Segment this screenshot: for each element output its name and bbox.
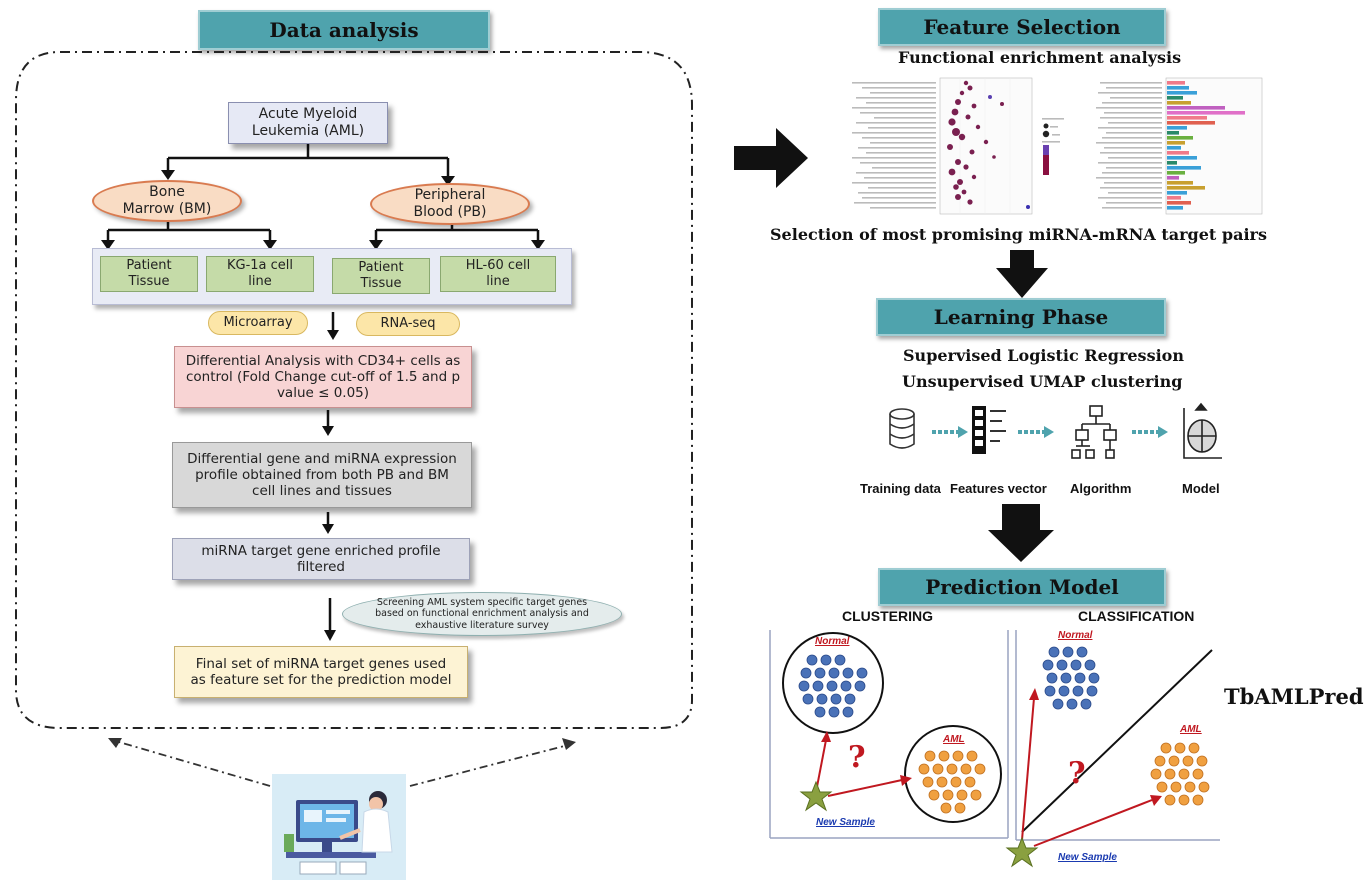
- kg1a-cell-line: KG-1a cell line: [206, 256, 314, 292]
- question-mark-clustering: ?: [848, 740, 866, 775]
- normal-dots-classification: [1042, 646, 1100, 710]
- new-sample-star-classification: [1005, 836, 1039, 868]
- pb-patient-tissue: Patient Tissue: [332, 258, 430, 294]
- target-gene-filtered-box: miRNA target gene enriched profile filte…: [172, 538, 470, 580]
- bone-marrow-ellipse: Bone Marrow (BM): [92, 180, 242, 222]
- new-sample-label-classification: New Sample: [1058, 852, 1117, 863]
- normal-label-classification: Normal: [1058, 630, 1093, 641]
- microarray-label: Microarray: [208, 311, 308, 335]
- unsupervised-text: Unsupervised UMAP clustering: [902, 372, 1183, 391]
- clustering-title: CLUSTERING: [842, 608, 933, 624]
- classification-title: CLASSIFICATION: [1078, 608, 1195, 624]
- pipeline-features-vector: Features vector: [950, 481, 1047, 496]
- model-icon: [1183, 402, 1222, 459]
- pipeline-training-data: Training data: [860, 481, 941, 496]
- feature-selection-header: Feature Selection: [878, 8, 1166, 46]
- learning-phase-header: Learning Phase: [876, 298, 1166, 336]
- algorithm-tree-icon: [1071, 405, 1117, 459]
- aml-label-clustering: AML: [943, 734, 965, 745]
- normal-label-clustering: Normal: [815, 636, 850, 647]
- question-mark-classification: ?: [1068, 756, 1086, 791]
- tool-name: TbAMLPred: [1224, 684, 1364, 709]
- new-sample-star-clustering: [799, 780, 833, 812]
- bm-patient-tissue: Patient Tissue: [100, 256, 198, 292]
- aml-box: Acute Myeloid Leukemia (AML): [228, 102, 388, 144]
- rnaseq-label: RNA-seq: [356, 312, 460, 336]
- pipeline-algorithm: Algorithm: [1070, 481, 1132, 496]
- differential-analysis-box: Differential Analysis with CD34+ cells a…: [174, 346, 472, 408]
- pipeline-model: Model: [1182, 481, 1220, 496]
- decision-boundary-line: [1021, 649, 1213, 833]
- aml-dots-cluster: [918, 750, 986, 814]
- enrichment-title: Functional enrichment analysis: [898, 48, 1182, 67]
- expression-profile-box: Differential gene and miRNA expression p…: [172, 442, 472, 508]
- prediction-model-header: Prediction Model: [878, 568, 1166, 606]
- peripheral-blood-ellipse: Peripheral Blood (PB): [370, 183, 530, 225]
- database-icon: [889, 408, 915, 449]
- new-sample-label-clustering: New Sample: [816, 817, 875, 828]
- hl60-cell-line: HL-60 cell line: [440, 256, 556, 292]
- final-set-box: Final set of miRNA target genes used as …: [174, 646, 468, 698]
- screening-note: Screening AML system specific target gen…: [342, 592, 622, 636]
- aml-dots-classification: [1150, 742, 1210, 806]
- features-vector-icon: [972, 406, 1006, 454]
- supervised-text: Supervised Logistic Regression: [903, 346, 1184, 365]
- selection-text: Selection of most promising miRNA-mRNA t…: [770, 225, 1267, 244]
- data-analysis-header: Data analysis: [198, 10, 490, 50]
- normal-dots-cluster: [798, 654, 868, 718]
- aml-label-classification: AML: [1180, 724, 1202, 735]
- data-analysis-outline: [15, 51, 693, 729]
